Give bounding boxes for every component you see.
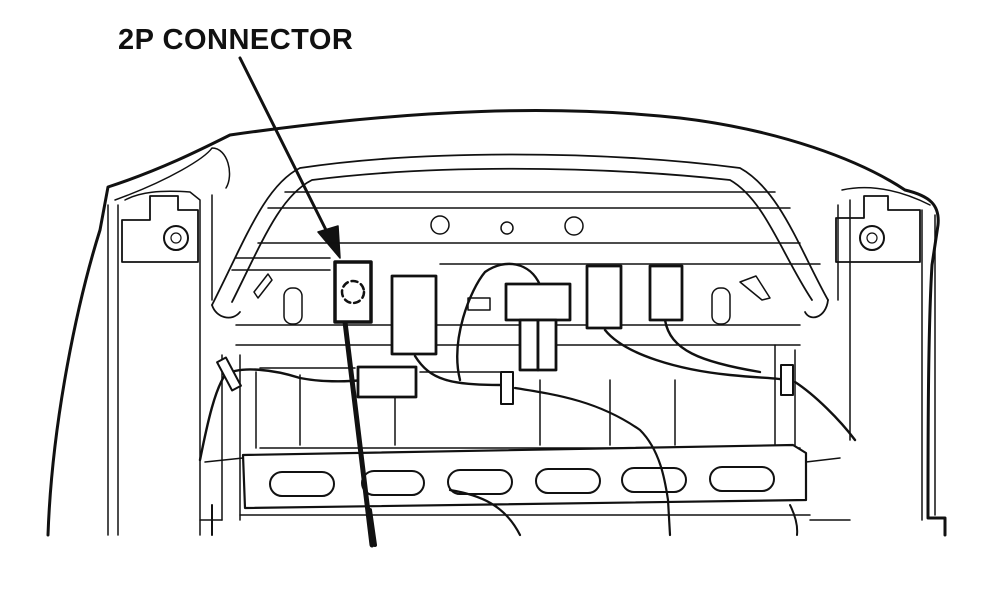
connector-block-right	[587, 266, 682, 328]
right-side-rail	[838, 200, 935, 520]
2p-connector	[335, 262, 371, 322]
connector-block-center-left	[358, 276, 436, 397]
seat-inner-edge-right	[842, 188, 930, 205]
right-hinge-bracket	[836, 196, 920, 262]
seat-inner-edge-left	[115, 148, 230, 200]
upper-cross-plate	[258, 192, 800, 243]
wire-harness	[200, 264, 855, 545]
left-hinge-bracket	[122, 196, 198, 262]
connector-callout-label: 2P CONNECTOR	[118, 24, 354, 56]
left-side-rail	[108, 191, 212, 535]
upper-tube-frame	[212, 155, 828, 318]
callout-leader-arrow	[240, 58, 340, 258]
lower-crossbar	[205, 445, 840, 508]
wire-clips	[217, 358, 793, 404]
connector-block-center	[506, 284, 570, 370]
seat-cushion-outline	[48, 111, 945, 535]
